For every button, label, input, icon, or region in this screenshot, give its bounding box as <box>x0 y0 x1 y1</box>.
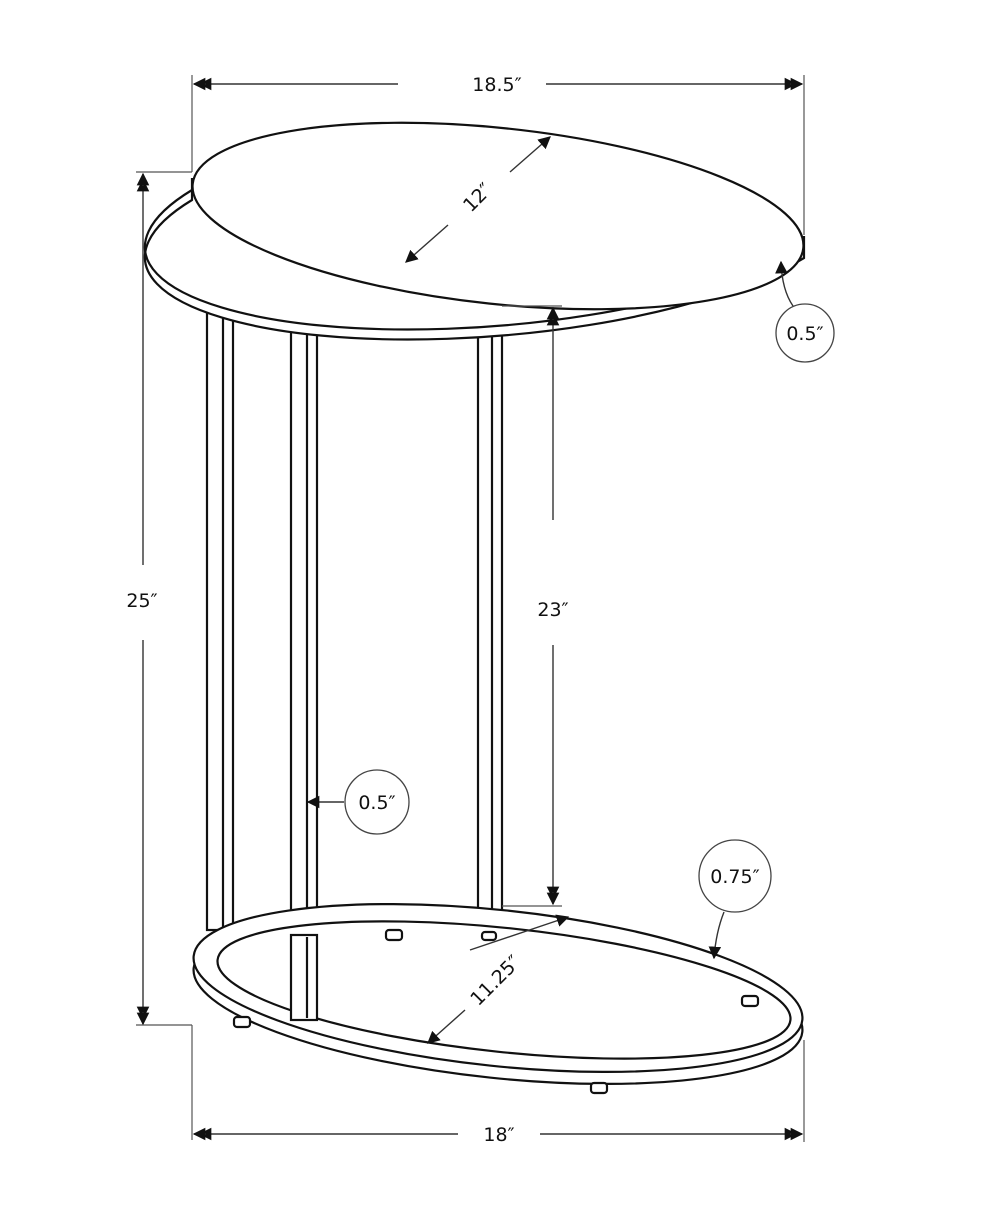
dim-leg-height: 23″ <box>502 305 569 907</box>
callout-base-tube: 0.75″ <box>698 839 772 960</box>
label-overall-height: 25″ <box>126 590 157 612</box>
label-base-width: 18″ <box>483 1124 514 1146</box>
label-top-thickness: 0.5″ <box>786 323 823 345</box>
dim-base-width: 18″ <box>192 1040 805 1146</box>
callout-leg-thickness: 0.5″ <box>306 769 410 835</box>
callout-top-thickness: 0.5″ <box>775 260 835 363</box>
dim-top-width: 18.5″ <box>191 74 805 235</box>
table-top <box>143 121 806 341</box>
feet <box>232 928 760 1095</box>
legs <box>205 223 504 1020</box>
label-leg-thickness: 0.5″ <box>358 792 395 814</box>
dim-overall-height: 25″ <box>126 171 193 1140</box>
label-leg-height: 23″ <box>537 599 568 621</box>
label-top-width: 18.5″ <box>472 74 521 96</box>
label-base-tube: 0.75″ <box>710 866 759 888</box>
base-ring <box>192 902 804 1095</box>
